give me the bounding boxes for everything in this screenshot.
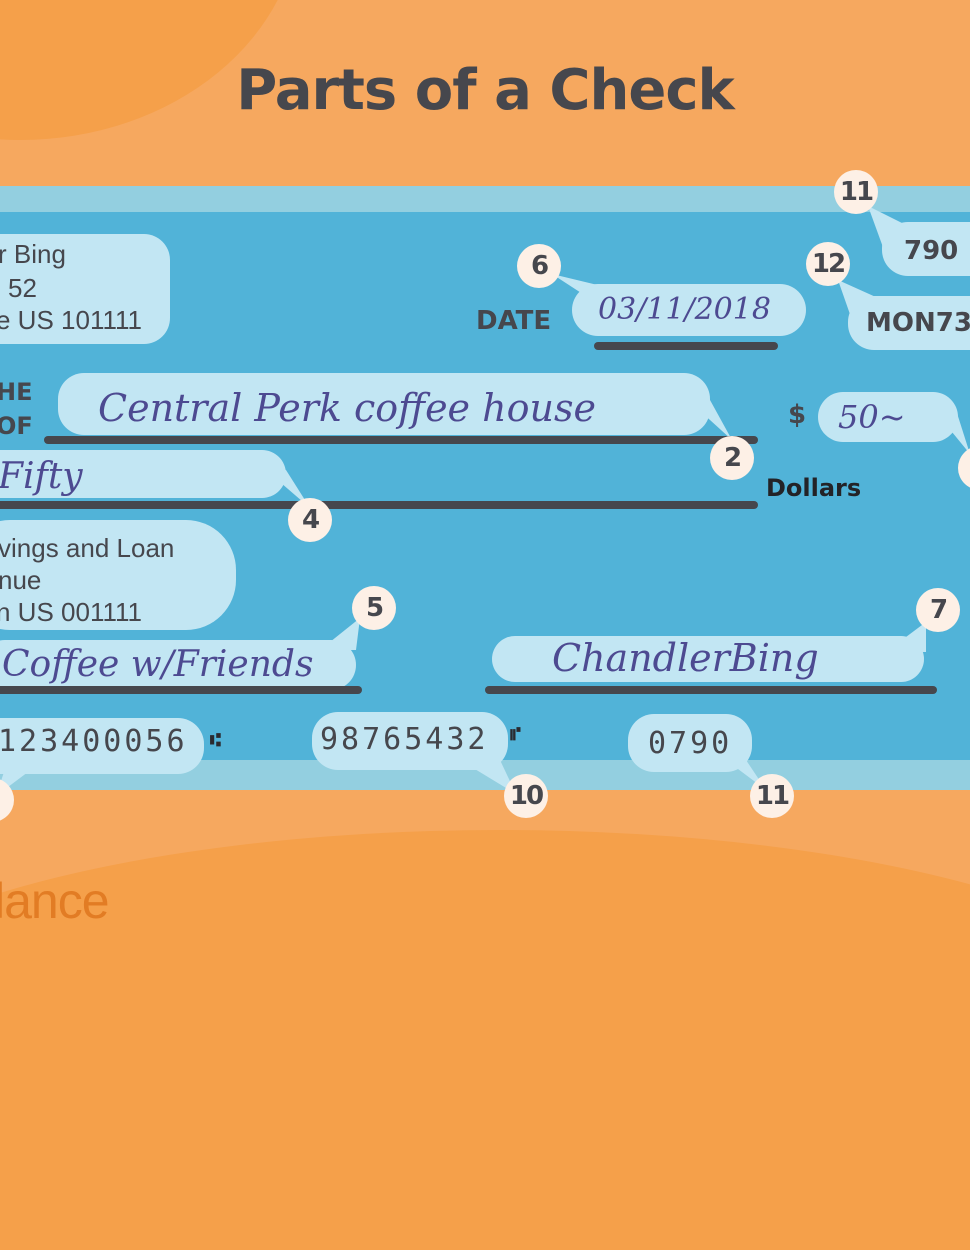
- bank-city: n US 001111: [0, 597, 142, 627]
- account-bubble-tail: [460, 760, 516, 794]
- signature-bubble-tail: [886, 622, 926, 652]
- top-right-code-bubble-tail: [838, 280, 878, 320]
- date-value: 03/11/2018: [598, 292, 771, 327]
- badge-payee: 2: [710, 436, 754, 480]
- payer-city: e US 101111: [0, 305, 142, 335]
- memo-line: [0, 686, 362, 694]
- badge-top-right: 12: [806, 242, 850, 286]
- routing-number: 123400056: [0, 724, 188, 759]
- memo-bubble: [0, 640, 356, 690]
- payer-address: 52: [8, 273, 37, 303]
- check-number-top: 790: [904, 236, 959, 266]
- account-symbol: ⑈: [510, 724, 521, 745]
- amount-bubble-tail: [934, 410, 970, 454]
- memo-bubble-tail: [320, 618, 360, 650]
- written-amount-bubble-tail: [266, 470, 310, 508]
- amount-words: Fifty: [0, 456, 83, 497]
- background-blob-bottom: [0, 830, 970, 1250]
- payee-bubble-tail: [688, 400, 732, 440]
- amount-bubble: [818, 392, 958, 442]
- amount-numeric: 50~: [838, 398, 906, 436]
- written-amount-line: [0, 501, 758, 509]
- badge-account: 10: [504, 774, 548, 818]
- pay-to-label-line1: HE: [0, 378, 33, 406]
- date-label: DATE: [476, 306, 552, 336]
- signature: ChandlerBing: [552, 636, 819, 680]
- badge-signature: 7: [916, 588, 960, 632]
- bank-info-bubble: [0, 520, 236, 630]
- dollars-label: Dollars: [766, 474, 862, 502]
- badge-routing: [0, 778, 14, 822]
- badge-written-amount: 4: [288, 498, 332, 542]
- badge-numeric-amount: 3: [958, 446, 970, 490]
- account-number: 98765432: [320, 722, 489, 757]
- badge-memo: 5: [352, 586, 396, 630]
- date-bubble-tail: [552, 274, 610, 300]
- dollar-sign: $: [788, 400, 807, 430]
- payee-name: Central Perk coffee house: [98, 386, 596, 430]
- badge-date: 6: [517, 244, 561, 288]
- routing-symbol: ⑆: [210, 730, 221, 751]
- check-number-bubble-tail: [868, 206, 908, 250]
- memo-text: Coffee w/Friends: [2, 644, 314, 685]
- signature-line: [485, 686, 937, 694]
- top-right-code: MON73: [866, 308, 970, 338]
- brand-logo: lance: [0, 873, 110, 929]
- payee-line: [44, 436, 758, 444]
- payee-bubble: [58, 373, 710, 435]
- check-number-micr: 0790: [648, 726, 733, 761]
- payer-info-bubble: [0, 234, 170, 344]
- badge-check-number-bottom: 11: [750, 774, 794, 818]
- payer-name: r Bing: [0, 239, 66, 269]
- bank-name: vings and Loan: [0, 533, 175, 563]
- bank-address: nue: [0, 565, 42, 595]
- signature-bubble: [492, 636, 924, 682]
- date-line: [594, 342, 778, 350]
- date-bubble: [572, 284, 806, 336]
- badge-check-number-top: 11: [834, 170, 878, 214]
- page-title: Parts of a Check: [236, 58, 735, 123]
- written-amount-bubble: [0, 450, 286, 498]
- routing-bubble: [0, 718, 204, 774]
- pay-to-label-line2: OF: [0, 412, 33, 440]
